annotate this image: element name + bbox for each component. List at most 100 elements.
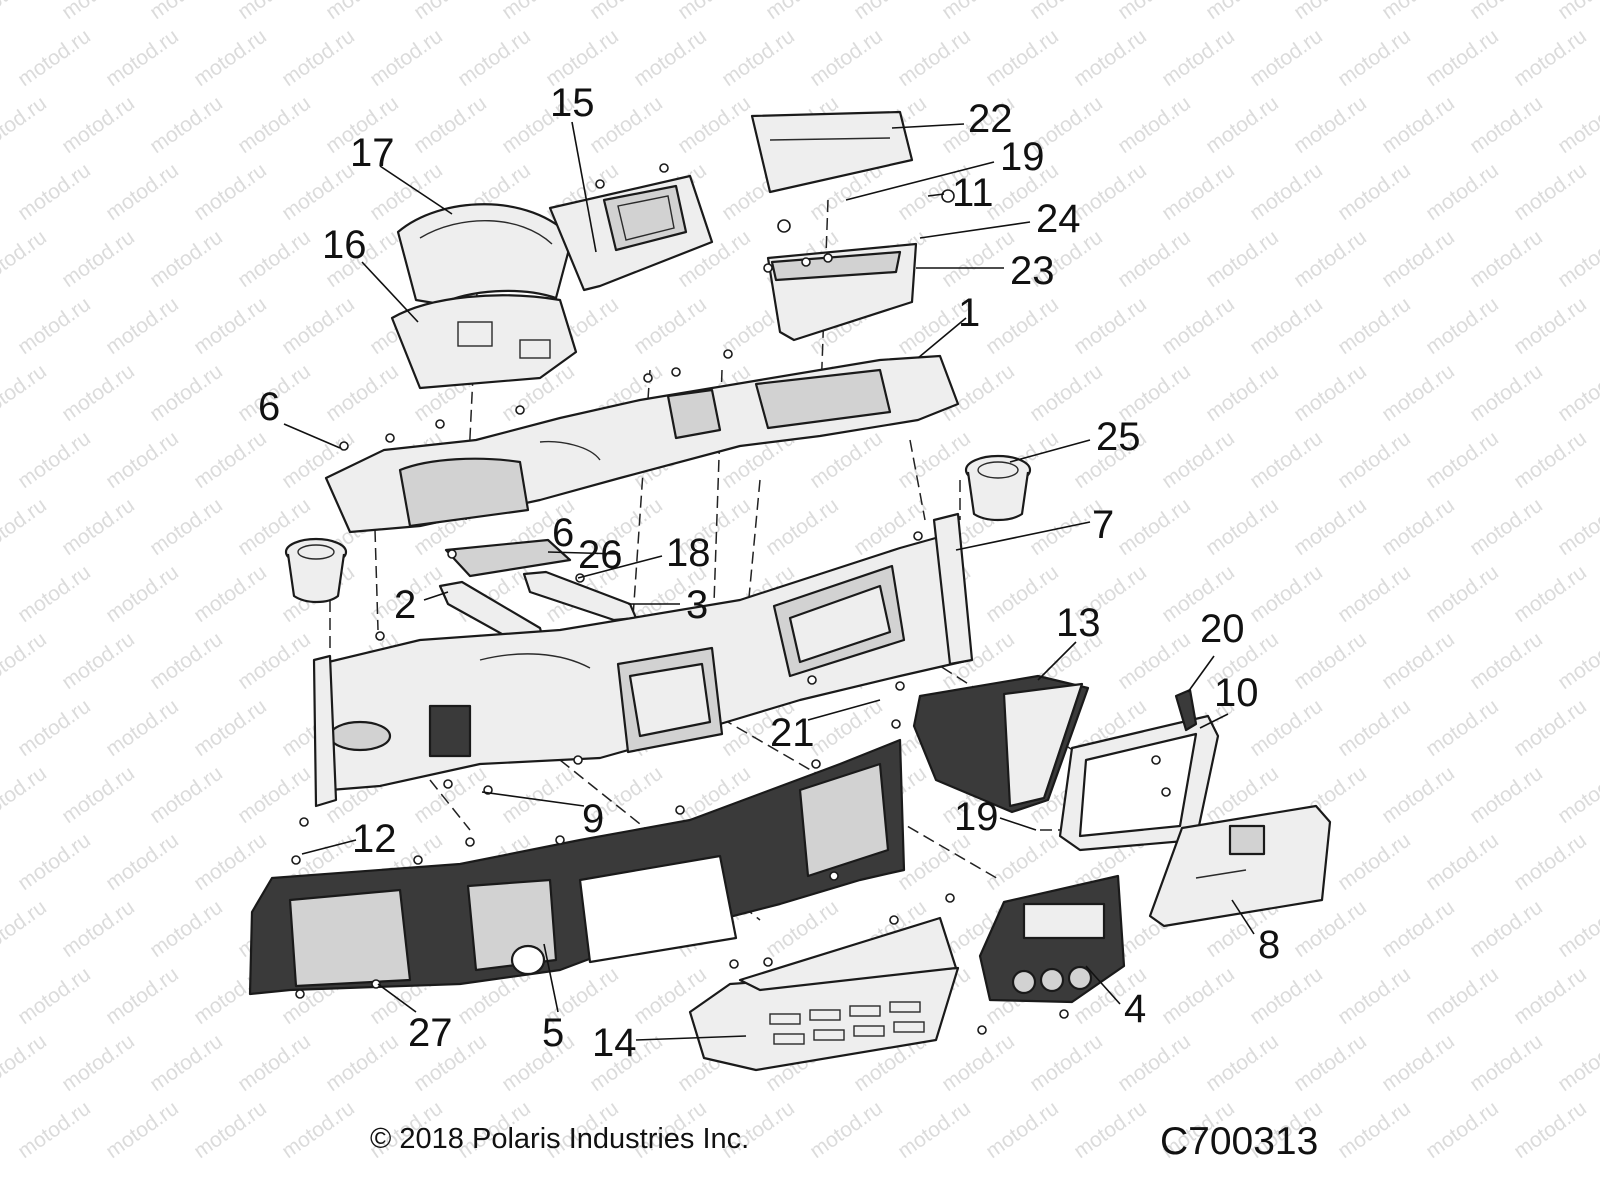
watermark-text: motod.ru xyxy=(1554,1030,1600,1096)
watermark-text: motod.ru xyxy=(1202,0,1283,24)
watermark-text: motod.ru xyxy=(1510,1097,1591,1163)
watermark-text: motod.ru xyxy=(1114,494,1195,560)
watermark-text: motod.ru xyxy=(1334,829,1415,895)
watermark-text: motod.ru xyxy=(14,427,95,493)
callout-12: 12 xyxy=(352,817,397,861)
watermark-text: motod.ru xyxy=(146,226,227,292)
watermark-text: motod.ru xyxy=(1334,1097,1415,1163)
callout-18: 18 xyxy=(666,531,711,575)
callout-10: 10 xyxy=(1214,671,1259,715)
watermark-text: motod.ru xyxy=(1334,293,1415,359)
watermark-text: motod.ru xyxy=(718,25,799,91)
callout-6: 6 xyxy=(258,385,280,429)
callout-labels: 15 22 17 19 11 24 16 23 1 6 25 6 7 26 18… xyxy=(258,81,1280,1065)
watermark-text: motod.ru xyxy=(146,494,227,560)
watermark-text: motod.ru xyxy=(14,293,95,359)
watermark-text: motod.ru xyxy=(1510,963,1591,1029)
watermark-text: motod.ru xyxy=(1290,0,1371,24)
callout-11: 11 xyxy=(952,171,994,215)
watermark-text: motod.ru xyxy=(1378,226,1459,292)
watermark-text: motod.ru xyxy=(982,25,1063,91)
watermark-text: motod.ru xyxy=(1202,226,1283,292)
part-7-main-dash-frame xyxy=(312,512,974,808)
part-1-upper-dash xyxy=(324,354,960,534)
watermark-text: motod.ru xyxy=(1290,494,1371,560)
watermark-text: motod.ru xyxy=(1026,360,1107,426)
callout-19: 19 xyxy=(954,795,999,839)
watermark-text: motod.ru xyxy=(1070,159,1151,225)
watermark-text: motod.ru xyxy=(762,494,843,560)
watermark-text: motod.ru xyxy=(234,1030,315,1096)
watermark-text: motod.ru xyxy=(234,0,315,24)
watermark-text: motod.ru xyxy=(1114,226,1195,292)
watermark-text: motod.ru xyxy=(894,427,975,493)
watermark-text: motod.ru xyxy=(1466,92,1547,158)
watermark-text: motod.ru xyxy=(1202,494,1283,560)
watermark-text: motod.ru xyxy=(1246,427,1327,493)
watermark-text: motod.ru xyxy=(1510,561,1591,627)
watermark-text: motod.ru xyxy=(1554,226,1600,292)
watermark-text: motod.ru xyxy=(454,25,535,91)
watermark-text: motod.ru xyxy=(0,628,51,694)
callout-23: 23 xyxy=(1010,249,1055,293)
watermark-text: motod.ru xyxy=(630,293,711,359)
watermark-text: motod.ru xyxy=(58,226,139,292)
watermark-text: motod.ru xyxy=(1422,829,1503,895)
watermark-text: motod.ru xyxy=(850,0,931,24)
part-8-glovebox-door xyxy=(1148,804,1332,928)
part-25-cupholder xyxy=(964,454,1032,522)
watermark-text: motod.ru xyxy=(278,1097,359,1163)
watermark-text: motod.ru xyxy=(278,159,359,225)
cupholder-left xyxy=(284,537,348,604)
watermark-text: motod.ru xyxy=(1334,25,1415,91)
watermark-text: motod.ru xyxy=(1158,427,1239,493)
watermark-text: motod.ru xyxy=(982,293,1063,359)
callout-8: 8 xyxy=(1258,923,1280,967)
watermark-text: motod.ru xyxy=(1158,293,1239,359)
watermark-text: motod.ru xyxy=(1554,762,1600,828)
part-13-glovebox-tub xyxy=(912,674,1090,814)
watermark-text: motod.ru xyxy=(102,25,183,91)
watermark-text: motod.ru xyxy=(1378,628,1459,694)
watermark-text: motod.ru xyxy=(0,494,51,560)
watermark-text: motod.ru xyxy=(190,1097,271,1163)
watermark-text: motod.ru xyxy=(58,360,139,426)
watermark-text: motod.ru xyxy=(0,1030,51,1096)
watermark-text: motod.ru xyxy=(1466,896,1547,962)
watermark-text: motod.ru xyxy=(14,695,95,761)
watermark-text: motod.ru xyxy=(982,1097,1063,1163)
watermark-text: motod.ru xyxy=(190,25,271,91)
watermark-text: motod.ru xyxy=(0,360,51,426)
watermark-text: motod.ru xyxy=(58,896,139,962)
watermark-text: motod.ru xyxy=(102,159,183,225)
callout-3: 3 xyxy=(686,583,708,627)
watermark-text: motod.ru xyxy=(1554,0,1600,24)
watermark-text: motod.ru xyxy=(1114,0,1195,24)
watermark-text: motod.ru xyxy=(1466,494,1547,560)
watermark-text: motod.ru xyxy=(1290,226,1371,292)
watermark-text: motod.ru xyxy=(410,0,491,24)
watermark-text: motod.ru xyxy=(1246,25,1327,91)
watermark-text: motod.ru xyxy=(190,561,271,627)
callout-4: 4 xyxy=(1124,987,1146,1031)
callout-16: 16 xyxy=(322,223,367,267)
watermark-text: motod.ru xyxy=(498,762,579,828)
watermark-text: motod.ru xyxy=(1510,159,1591,225)
watermark-text: motod.ru xyxy=(58,494,139,560)
watermark-text: motod.ru xyxy=(58,628,139,694)
watermark-text: motod.ru xyxy=(938,1030,1019,1096)
watermark-text: motod.ru xyxy=(586,0,667,24)
watermark-text: motod.ru xyxy=(1158,963,1239,1029)
watermark-text: motod.ru xyxy=(14,159,95,225)
watermark-text: motod.ru xyxy=(498,0,579,24)
watermark-text: motod.ru xyxy=(894,1097,975,1163)
watermark-text: motod.ru xyxy=(1422,25,1503,91)
watermark-text: motod.ru xyxy=(102,293,183,359)
part-4-switch-panel xyxy=(978,874,1126,1004)
watermark-text: motod.ru xyxy=(894,25,975,91)
part-16-instrument-panel xyxy=(390,294,578,390)
callout-5: 5 xyxy=(542,1011,564,1055)
callout-1: 1 xyxy=(958,291,980,335)
part-5-lower-dash xyxy=(248,738,906,996)
watermark-text: motod.ru xyxy=(14,25,95,91)
